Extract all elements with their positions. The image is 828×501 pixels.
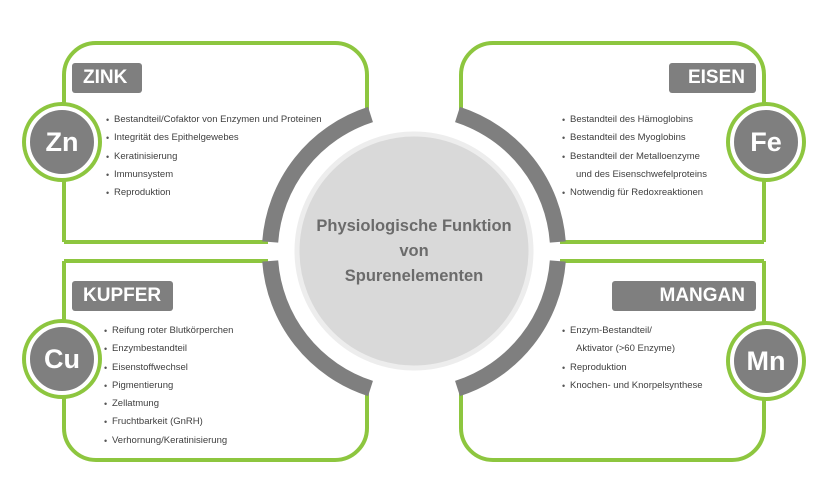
list-item: Verhornung/Keratinisierung — [104, 432, 233, 451]
list-item: und des Eisenschwefelproteins — [576, 168, 707, 180]
copper-title: KUPFER — [72, 281, 173, 311]
center-circle — [294, 131, 534, 371]
list-item: Reifung roter Blutkörperchen — [104, 322, 233, 341]
list-item: Pigmentierung — [104, 377, 233, 396]
manganese-function-list: Enzym-Bestandteil/ Aktivator (>60 Enzyme… — [562, 322, 703, 395]
ring-arc-top-right — [454, 106, 566, 243]
zinc-panel-frame — [62, 41, 369, 242]
iron-symbol: Fe — [730, 106, 802, 178]
list-item: Bestandteil/Cofaktor von Enzymen und Pro… — [106, 111, 322, 130]
list-item: Bestandteil der Metalloenzyme — [562, 148, 707, 167]
iron-panel-frame — [459, 41, 766, 242]
manganese-panel-frame — [459, 261, 766, 462]
list-item: Zellatmung — [104, 395, 233, 414]
list-item: Integrität des Epithelgewebes — [106, 129, 322, 148]
list-item: Aktivator (>60 Enzyme) — [576, 343, 675, 355]
ring-arc-bottom-left — [262, 260, 374, 397]
list-item: Enzymbestandteil — [104, 340, 233, 359]
list-item: Bestandteil des Myoglobins — [562, 129, 707, 148]
copper-panel-frame — [62, 261, 369, 462]
zinc-function-list: Bestandteil/Cofaktor von Enzymen und Pro… — [106, 111, 322, 203]
center-title-line1: Physiologische Funktion — [316, 217, 512, 235]
zinc-symbol: Zn — [26, 106, 98, 178]
zinc-title: ZINK — [72, 63, 142, 93]
center-title: Physiologische Funktion von Spurenelemen… — [306, 214, 522, 289]
list-item: Notwendig für Redoxreaktionen — [562, 184, 707, 203]
list-item: Knochen- und Knorpelsynthese — [562, 377, 703, 396]
list-item: Reproduktion — [562, 359, 703, 378]
list-item: Fruchtbarkeit (GnRH) — [104, 413, 233, 432]
copper-function-list: Reifung roter Blutkörperchen Enzymbestan… — [104, 322, 233, 450]
list-item: Bestandteil des Hämoglobins — [562, 111, 707, 130]
list-item: Immunsystem — [106, 166, 322, 185]
list-item: Reproduktion — [106, 184, 322, 203]
center-title-line3: Spurenelementen — [344, 267, 484, 285]
center-title-line2: von — [399, 242, 429, 260]
manganese-symbol: Mn — [730, 325, 802, 397]
iron-function-list: Bestandteil des Hämoglobins Bestandteil … — [562, 111, 707, 203]
copper-symbol: Cu — [26, 323, 98, 395]
list-item: Eisenstoffwechsel — [104, 359, 233, 378]
list-item: Enzym-Bestandteil/ — [562, 322, 703, 341]
iron-title: EISEN — [669, 63, 756, 93]
list-item: Keratinisierung — [106, 148, 322, 167]
manganese-title: MANGAN — [612, 281, 756, 311]
ring-arc-bottom-right — [454, 260, 566, 397]
